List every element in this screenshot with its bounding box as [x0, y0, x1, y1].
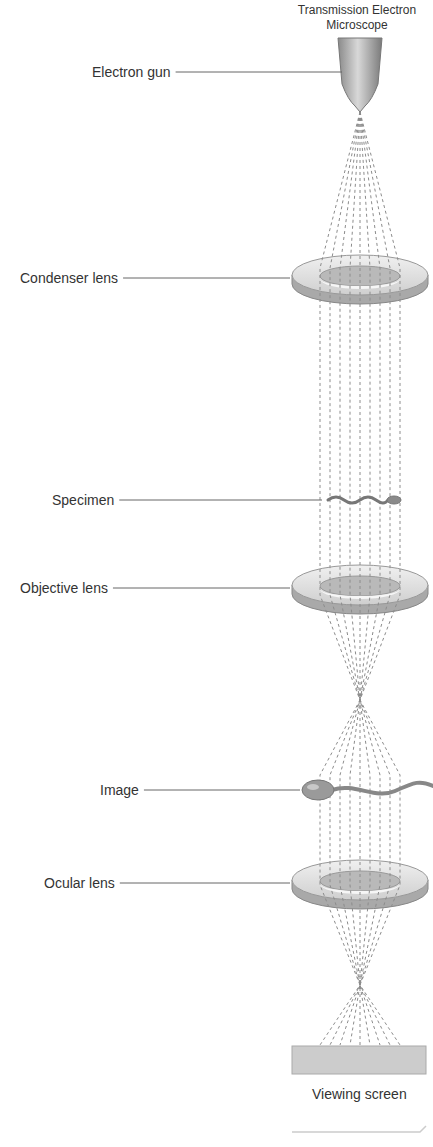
electron-beam [360, 112, 380, 1045]
viewing-screen [292, 1046, 426, 1074]
screen-label: Viewing screen [312, 1085, 407, 1103]
base-line [292, 1126, 426, 1132]
specimen [328, 496, 401, 504]
title: Transmission Electron Microscope [284, 3, 430, 33]
lens-label: Objective lens [20, 579, 108, 597]
electron-beam [360, 112, 390, 1045]
electron-beam [360, 112, 370, 1045]
gun-label: Electron gun [92, 63, 171, 81]
magnified-image [302, 780, 433, 800]
leader-line [123, 278, 290, 279]
electron-beam [360, 112, 400, 1045]
electron-beam [320, 112, 360, 1045]
electron-beam [360, 112, 361, 1045]
leader-line [113, 588, 290, 589]
image-label: Image [100, 781, 139, 799]
electron-beam [350, 112, 360, 1045]
leader-line [120, 883, 290, 884]
leader-line [176, 72, 342, 73]
electron-beam [330, 112, 360, 1045]
lens-label: Ocular lens [44, 874, 115, 892]
electron-beam [340, 112, 360, 1045]
ocular-lens [292, 860, 428, 909]
specimen-label: Specimen [52, 491, 114, 509]
leader-line [144, 790, 300, 791]
electron-gun [338, 38, 382, 112]
leader-line [119, 500, 322, 501]
lens-label: Condenser lens [20, 269, 118, 287]
